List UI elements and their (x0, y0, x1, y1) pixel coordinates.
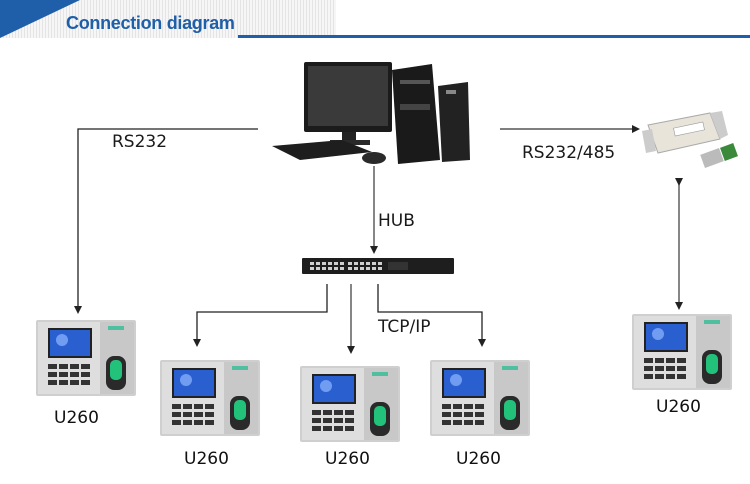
header-banner: Connection diagram (0, 0, 750, 42)
fingerprint-terminal-icon (36, 318, 136, 398)
desktop-computer-icon (272, 62, 470, 164)
hub-device3-line (377, 284, 486, 347)
device-model-label: U260 (325, 449, 370, 469)
header-underline (238, 35, 750, 38)
tcpip-label: TCP/IP (378, 317, 431, 337)
header-triangle (0, 0, 80, 38)
fingerprint-terminal-icon (632, 312, 732, 392)
rs232-line (74, 128, 258, 314)
rs232-485-label: RS232/485 (522, 143, 616, 163)
fingerprint-terminal-icon (160, 358, 260, 438)
network-switch-icon (302, 258, 454, 274)
device-model-label: U260 (456, 449, 501, 469)
rs232-label: RS232 (112, 132, 168, 152)
device-model-label: U260 (54, 408, 99, 428)
fingerprint-terminal-icon (430, 358, 530, 438)
device-model-label: U260 (656, 397, 701, 417)
fingerprint-terminal-icon (300, 364, 400, 444)
hub-device1-line (193, 284, 328, 347)
rs232-485-converter-icon (642, 111, 738, 168)
device-model-label: U260 (184, 449, 229, 469)
hub-label: HUB (378, 211, 415, 231)
page-title: Connection diagram (66, 13, 235, 33)
